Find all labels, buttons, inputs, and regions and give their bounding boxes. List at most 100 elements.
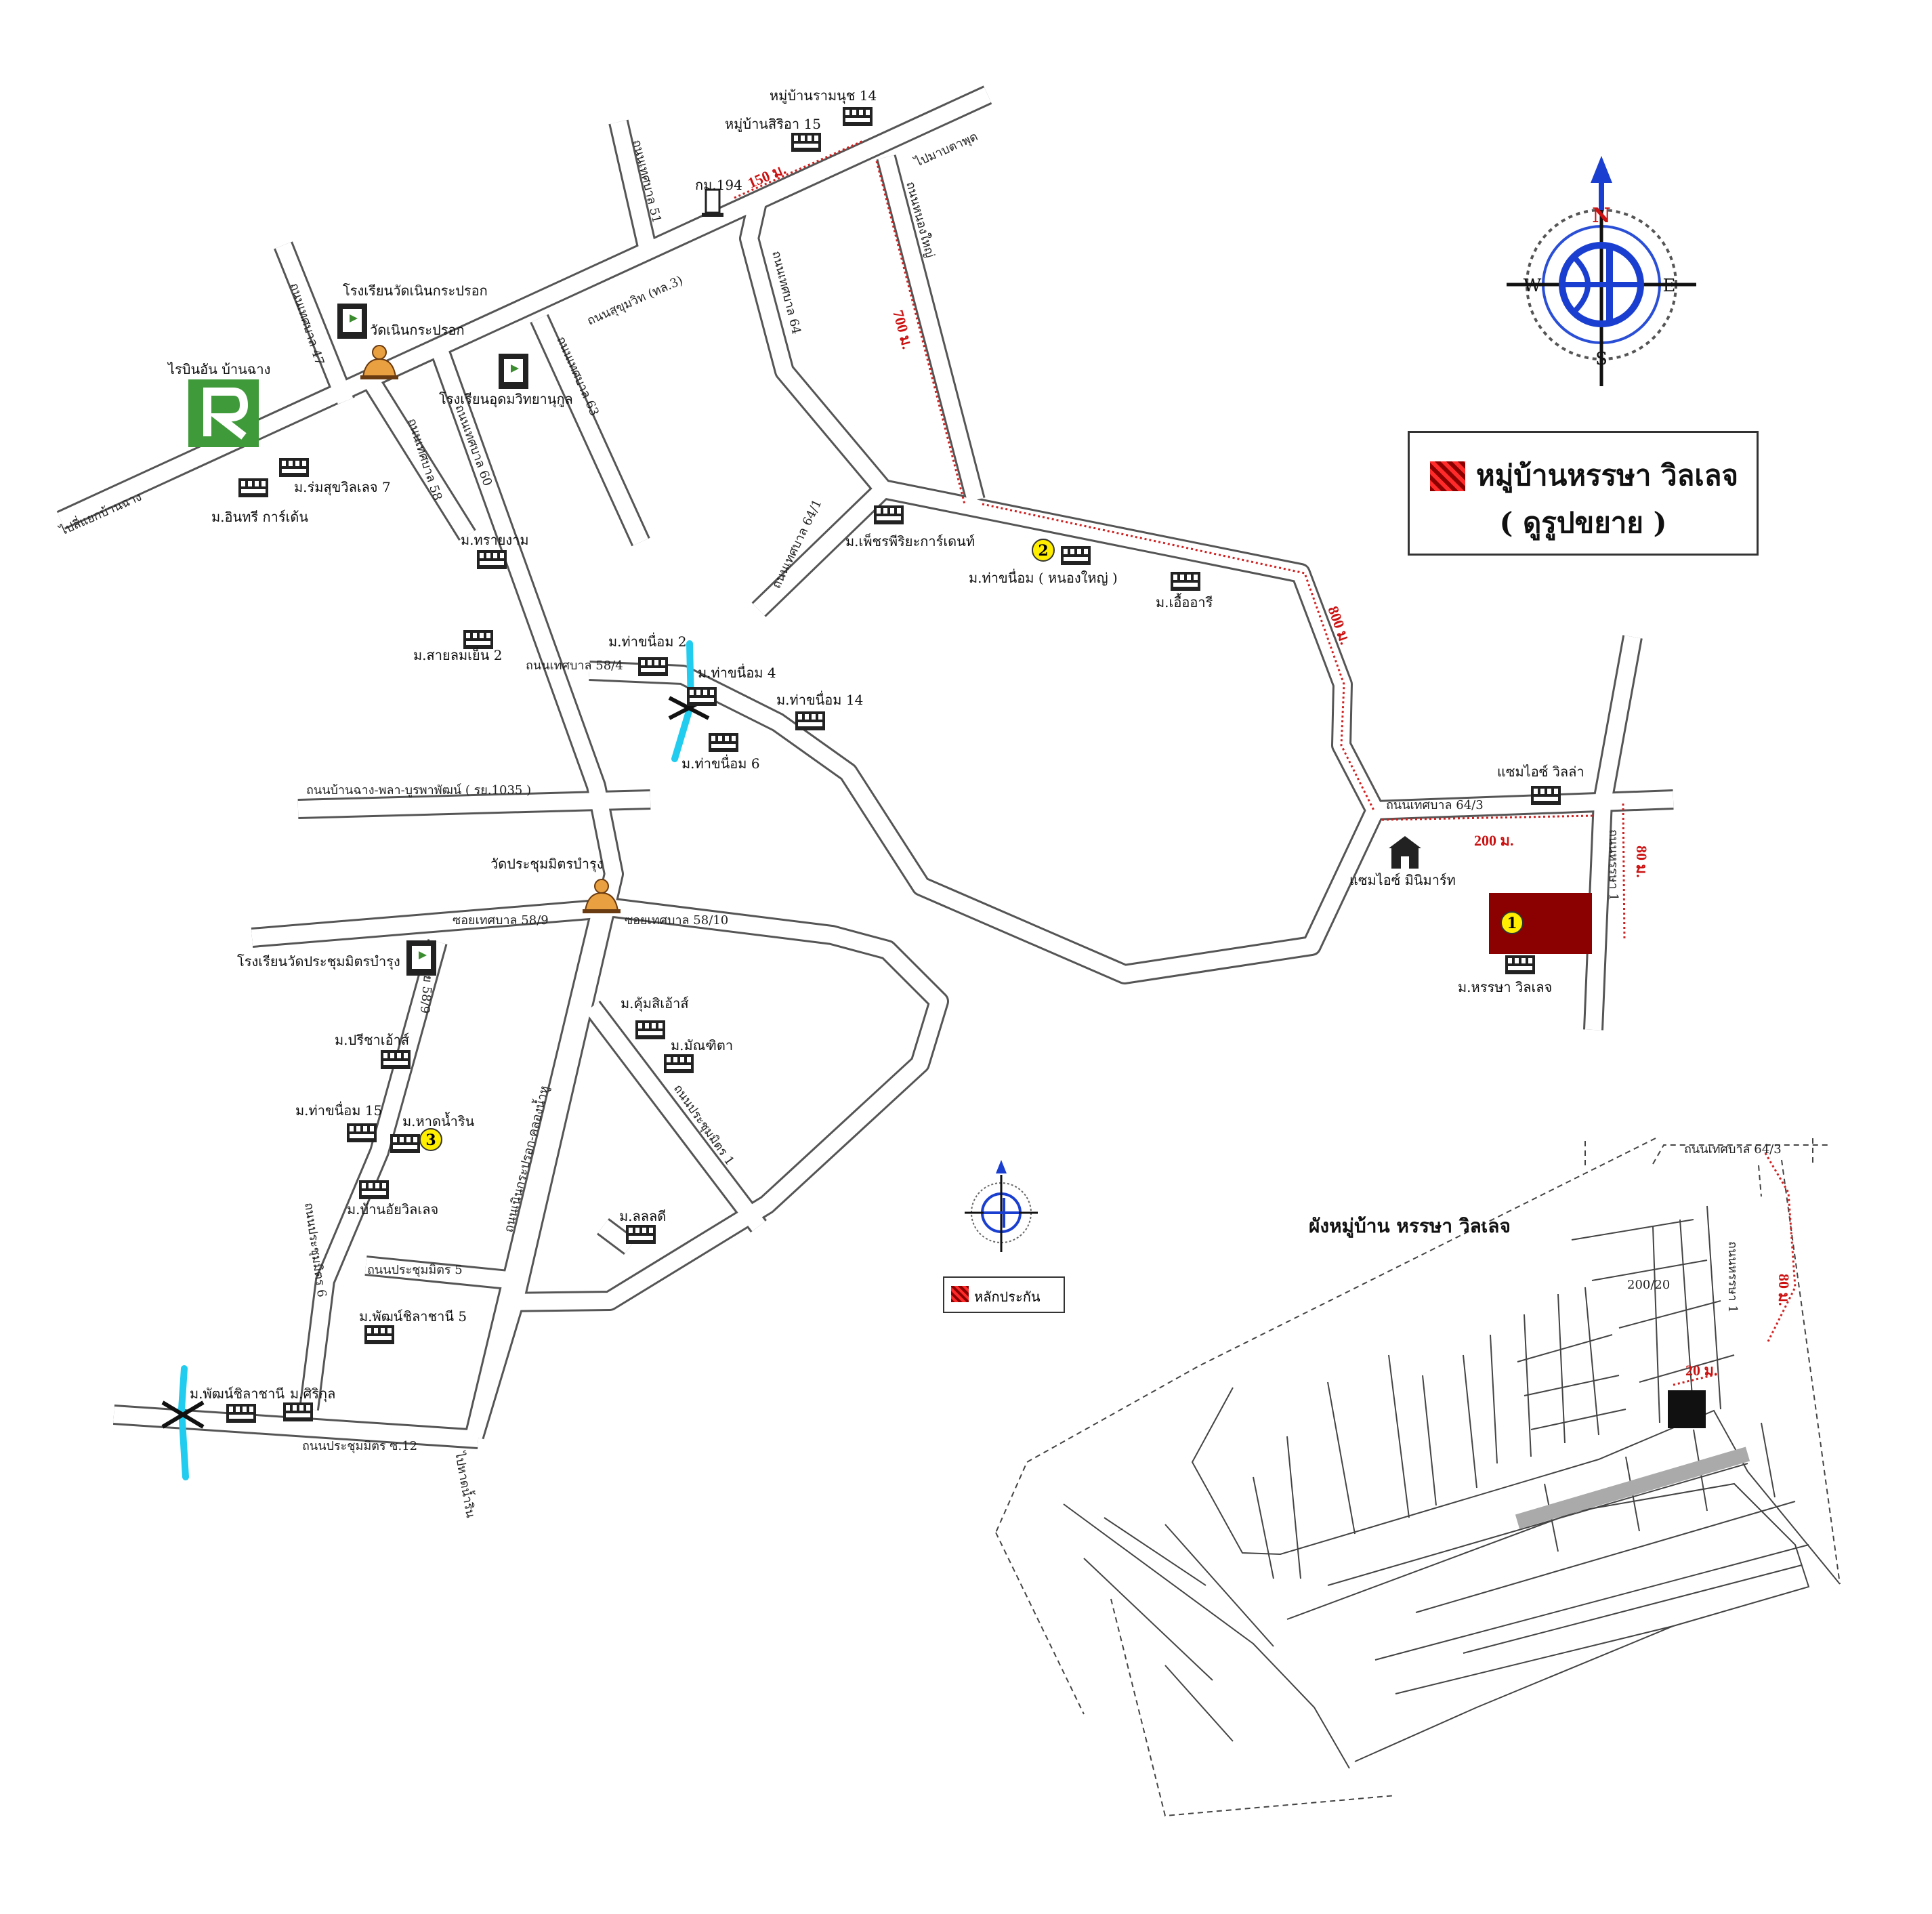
label-rayong-resort: ไรบินอัน บ้านฉาง bbox=[167, 361, 270, 377]
village-icon bbox=[638, 657, 668, 676]
school-icon bbox=[337, 304, 367, 339]
label-soi-64-3: ถนนเทศบาล 64/3 bbox=[1386, 798, 1484, 812]
village-icon bbox=[238, 478, 268, 497]
village-icon bbox=[635, 1020, 665, 1039]
village-icon bbox=[283, 1402, 313, 1421]
village-icon bbox=[791, 133, 821, 152]
marker-1: 1 bbox=[1507, 915, 1517, 932]
label-tha-14: ม.ท่าขนื่อม 14 bbox=[776, 690, 863, 708]
village-icon bbox=[664, 1054, 694, 1073]
compass-n: N bbox=[1592, 204, 1610, 228]
km-post-icon bbox=[702, 188, 723, 217]
compass-s: S bbox=[1595, 349, 1608, 369]
village-icon bbox=[843, 107, 873, 126]
village-icon bbox=[1531, 786, 1561, 805]
village-icon bbox=[874, 505, 904, 524]
label-prachum-12: ถนนประชุมมิตร ซ.12 bbox=[302, 1439, 417, 1453]
village-icon bbox=[1061, 546, 1091, 565]
north-arrow-icon bbox=[996, 1160, 1007, 1173]
label-village-15: หมู่บ้านสิริอา 15 bbox=[725, 116, 821, 133]
label-rd-1035: ถนนบ้านฉาง-พลา-บูรพาพัฒน์ ( รย.1035 ) bbox=[306, 783, 531, 797]
minimart-icon bbox=[1389, 836, 1421, 869]
label-village-14: หมู่บ้านรามนุช 14 bbox=[770, 87, 877, 104]
road-network bbox=[56, 85, 1674, 1449]
village-icon bbox=[477, 550, 507, 569]
label-tha-2: ม.ท่าขนื่อม 2 bbox=[608, 632, 687, 650]
label-rom-sukh: ม.ร่มสุขวิลเลจ 7 bbox=[294, 479, 391, 496]
label-sirikul: ม.ศิริกุล bbox=[290, 1386, 335, 1402]
village-icon bbox=[364, 1325, 394, 1344]
label-plan-lot: 200/20 bbox=[1627, 1278, 1670, 1292]
legend-box: หมู่บ้านหรรษา วิลเลจ ( ดูรูปขยาย ) bbox=[1408, 431, 1759, 556]
label-khunkaew: ม.พัฒน์ชิลาชานี bbox=[190, 1386, 285, 1402]
legend-subtitle: ( ดูรูปขยาย ) bbox=[1499, 506, 1667, 539]
label-hansa: ม.หรรษา วิลเลจ bbox=[1458, 979, 1552, 995]
village-icon bbox=[226, 1404, 256, 1423]
label-to-hat: ไปหาดน้ำริน bbox=[452, 1449, 480, 1519]
village-icon bbox=[359, 1180, 389, 1199]
village-icon bbox=[626, 1225, 656, 1244]
label-ban-asai: ม.บ้านอัยวิลเลจ bbox=[347, 1201, 438, 1218]
village-icon bbox=[795, 711, 825, 730]
village-icon bbox=[687, 687, 717, 706]
label-yuarai: ม.เอื้ออารี bbox=[1156, 593, 1213, 610]
subdivision-plan: 80 ม. 20 ม. ถนนเทศบาล 64/3 ถนนหรรษา 1 20… bbox=[995, 1138, 1841, 1817]
distance-80: 80 ม. bbox=[1633, 846, 1650, 878]
collateral-label: หลักประกัน bbox=[974, 1289, 1041, 1305]
label-tha-15: ม.ท่าขนื่อม 15 bbox=[295, 1101, 382, 1119]
collateral-legend: หลักประกัน bbox=[943, 1276, 1065, 1313]
village-icon bbox=[381, 1050, 411, 1069]
label-wat-noen: วัดเนินกระปรอก bbox=[370, 322, 465, 338]
numbered-markers: 1 2 3 bbox=[419, 539, 1524, 1151]
label-pricha: ม.ปรีชาเอ้าส์ bbox=[335, 1032, 409, 1048]
place-labels: หมู่บ้านรามนุช 14 หมู่บ้านสิริอา 15 กม.1… bbox=[167, 87, 1584, 1402]
marker-2: 2 bbox=[1038, 542, 1048, 560]
school-icon bbox=[499, 354, 528, 389]
label-sammai-villa: แซมไอซ์ วิลล่า bbox=[1497, 764, 1584, 780]
resort-logo-icon bbox=[188, 379, 259, 447]
bridge-icon bbox=[161, 1400, 205, 1429]
label-lakshmi: ม.ลลลดี bbox=[619, 1208, 666, 1224]
label-wat-prachum: วัดประชุมมิตรบำรุง bbox=[490, 856, 604, 873]
distance-80-small: 80 ม. bbox=[1776, 1274, 1792, 1306]
label-nong-yai: ม.ท่าขนื่อม ( หนองใหญ่ ) bbox=[969, 568, 1118, 586]
compass-w: W bbox=[1524, 276, 1542, 296]
label-inthri: ม.อินทรี การ์เด้น bbox=[211, 509, 308, 525]
label-phet: ม.เพ็ชรพีริยะการ์เดนท์ bbox=[845, 533, 975, 549]
label-hansa-rd: ถนนหรรษา 1 bbox=[1606, 829, 1620, 901]
label-sammai-mart: แซมไอซ์ มินิมาร์ท bbox=[1349, 872, 1456, 888]
label-prachum-5: ถนนประชุมมิตร 5 bbox=[367, 1263, 463, 1277]
marker-3: 3 bbox=[425, 1131, 436, 1149]
label-tha-4: ม.ท่าขนื่อม 4 bbox=[698, 663, 776, 681]
village-icon bbox=[1171, 572, 1200, 591]
legend-swatch bbox=[1430, 461, 1465, 491]
north-arrow-icon bbox=[1591, 156, 1612, 183]
label-kumsirat: ม.คุ้มสิเอ้าส์ bbox=[621, 995, 689, 1012]
label-khunkaew-5: ม.พัฒน์ชิลาชานี 5 bbox=[359, 1308, 467, 1325]
label-hansa-rd-small: ถนนหรรษา 1 bbox=[1725, 1241, 1740, 1313]
compass-rose-small bbox=[965, 1160, 1038, 1252]
label-school-wat-noen: โรงเรียนวัดเนินกระปรอก bbox=[343, 283, 488, 299]
label-school-prachum: โรงเรียนวัดประชุมมิตรบำรุง bbox=[237, 953, 400, 970]
collateral-swatch bbox=[951, 1286, 969, 1302]
label-prachum-6: ถนนประชุมมิตร 6 bbox=[301, 1202, 329, 1298]
label-soi-58-10: ซอยเทศบาล 58/10 bbox=[625, 913, 728, 928]
label-soi-58-4: ถนนเทศบาล 58/4 bbox=[526, 659, 623, 673]
compass-rose-large: N S E W bbox=[1507, 156, 1696, 386]
distance-20-small: 20 ม. bbox=[1685, 1362, 1718, 1379]
compass-e: E bbox=[1663, 276, 1676, 296]
label-tha-6: ม.ท่าขนื่อม 6 bbox=[681, 754, 760, 772]
plan-property-plot bbox=[1668, 1390, 1706, 1428]
village-icon bbox=[463, 630, 493, 649]
plan-title: ผังหมู่บ้าน หรรษา วิลเลจ bbox=[1309, 1215, 1511, 1237]
label-sai-ngam: ม.ทรายงาม bbox=[461, 532, 529, 548]
label-soi-64-3-small: ถนนเทศบาล 64/3 bbox=[1684, 1142, 1782, 1157]
village-icon bbox=[709, 733, 738, 752]
distance-200: 200 ม. bbox=[1474, 832, 1514, 849]
school-icon bbox=[406, 940, 436, 976]
distance-700: 700 ม. bbox=[889, 308, 916, 351]
road-labels: ถนนสุขุมวิท (ทล.3) ไปสี่แยกบ้านฉาง ไปมาบ… bbox=[56, 129, 1620, 1519]
label-sai-lom: ม.สายลมเย็น 2 bbox=[413, 646, 502, 663]
village-icon bbox=[390, 1134, 420, 1153]
